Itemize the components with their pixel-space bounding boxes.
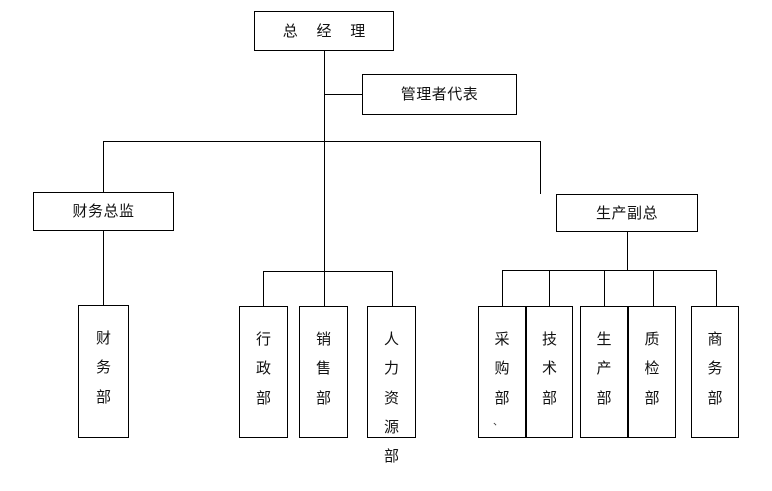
org-node-label: 人力资源部 xyxy=(384,325,399,471)
connector-bus-to-production-vp xyxy=(540,141,541,194)
org-node-label: 财务总监 xyxy=(72,202,135,221)
org-node-label-char: 政 xyxy=(255,359,271,378)
connector-right-bus xyxy=(502,270,717,271)
org-node-label: 商务部 xyxy=(707,325,722,413)
org-node-label: 行政部 xyxy=(256,325,271,413)
org-node-label: 技术部 xyxy=(542,325,557,413)
org-node-label-char: 术 xyxy=(541,359,557,378)
connector-mid-bus xyxy=(263,271,393,272)
connector-mid-bus-to-sales xyxy=(324,271,325,307)
org-node-label-char: 售 xyxy=(315,359,331,378)
org-node-label-char: 部 xyxy=(541,388,557,407)
org-node-label: 总 经 理 xyxy=(282,21,373,40)
org-node-label-char: 采 xyxy=(494,330,510,348)
org-node-label-char: 源 xyxy=(383,417,399,436)
org-node-label-char: 部 xyxy=(707,388,723,407)
connector-right-bus-to-technology xyxy=(549,270,550,307)
connector-mid-bus-to-admin xyxy=(263,271,264,307)
org-node-label: 管理者代表 xyxy=(400,85,479,104)
org-node-label-char: 检 xyxy=(644,359,660,378)
org-node-label-char: 销 xyxy=(315,330,331,348)
org-node-label-char: 部 xyxy=(644,388,660,407)
org-node-label: 质检部 xyxy=(644,325,659,413)
org-node-quality-inspection-dept[interactable]: 质检部 xyxy=(628,306,676,438)
org-node-management-rep[interactable]: 管理者代表 xyxy=(362,74,517,115)
org-node-technology-dept[interactable]: 技术部 xyxy=(526,306,573,438)
org-node-label-char: 部 xyxy=(315,388,331,407)
org-node-administration-dept[interactable]: 行政部 xyxy=(239,306,288,438)
org-node-label: 生产副总 xyxy=(595,203,658,222)
org-node-label-char: 部 xyxy=(494,388,510,407)
connector-bus-to-finance-director xyxy=(103,141,104,192)
annotation-stray-dot-purchasing: 、 xyxy=(493,417,503,428)
org-node-label-char: 务 xyxy=(95,358,111,377)
connector-main-bus xyxy=(103,141,541,142)
org-node-label-char: 部 xyxy=(255,388,271,407)
org-node-production-vp[interactable]: 生产副总 xyxy=(556,194,698,232)
org-node-label: 生产部 xyxy=(596,325,611,413)
connector-mid-bus-to-hr xyxy=(392,271,393,307)
connector-gm-trunk-to-mgmt-rep xyxy=(324,94,362,95)
connector-production-vp-drop xyxy=(627,232,628,271)
org-node-label-char: 产 xyxy=(596,359,612,378)
connector-gm-trunk-to-mid-bus xyxy=(324,141,325,272)
org-node-label-char: 务 xyxy=(707,359,723,378)
org-node-label-char: 部 xyxy=(95,387,111,406)
org-node-label: 采购部 xyxy=(494,325,509,413)
org-node-label-char: 资 xyxy=(383,388,399,407)
org-node-label: 财务部 xyxy=(96,324,111,412)
connector-right-bus-to-purchasing xyxy=(502,270,503,307)
connector-right-bus-to-commerce xyxy=(716,270,717,307)
connector-right-bus-to-production xyxy=(604,270,605,307)
org-node-label-char: 人 xyxy=(383,330,399,348)
org-node-label-char: 行 xyxy=(255,330,271,348)
connector-gm-trunk-to-bus xyxy=(324,51,325,142)
org-node-label-char: 购 xyxy=(494,359,510,378)
org-node-production-dept[interactable]: 生产部 xyxy=(580,306,628,438)
org-node-label-char: 部 xyxy=(383,447,399,465)
connector-finance-director-drop xyxy=(103,231,104,306)
org-node-label: 销售部 xyxy=(316,325,331,413)
org-node-label-char: 商 xyxy=(707,330,723,348)
org-node-commerce-dept[interactable]: 商务部 xyxy=(691,306,739,438)
org-node-label-char: 技 xyxy=(541,330,557,348)
org-node-sales-dept[interactable]: 销售部 xyxy=(299,306,348,438)
org-node-purchasing-dept[interactable]: 采购部 xyxy=(478,306,526,438)
org-node-finance-director[interactable]: 财务总监 xyxy=(33,192,174,231)
org-node-label-char: 财 xyxy=(95,329,111,347)
org-node-finance-dept[interactable]: 财务部 xyxy=(78,305,129,438)
org-node-label-char: 部 xyxy=(596,388,612,407)
org-node-human-resources-dept[interactable]: 人力资源部 xyxy=(367,306,416,465)
org-node-label-char: 力 xyxy=(383,359,399,378)
org-node-general-manager[interactable]: 总 经 理 xyxy=(254,11,394,51)
org-node-label-char: 质 xyxy=(644,330,660,348)
connector-right-bus-to-quality xyxy=(653,270,654,307)
org-node-label-char: 生 xyxy=(596,330,612,348)
